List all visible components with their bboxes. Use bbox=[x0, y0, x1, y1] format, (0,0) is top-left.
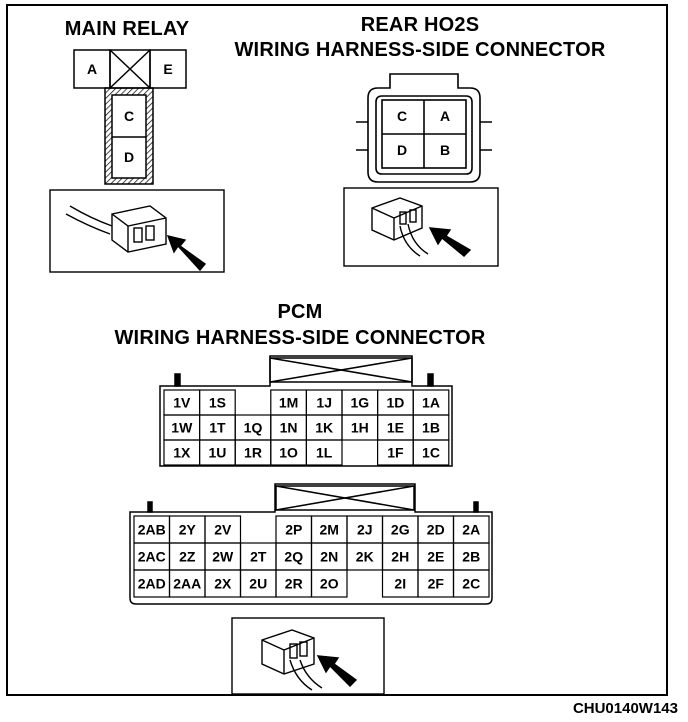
pin-label-1j: 1J bbox=[316, 395, 332, 411]
pin-label-1t: 1T bbox=[209, 420, 226, 436]
main-relay-title: MAIN RELAY bbox=[64, 18, 190, 40]
pin-label-2d: 2D bbox=[427, 522, 445, 538]
pin-label-2p: 2P bbox=[285, 522, 302, 538]
pin-label-1d: 1D bbox=[386, 395, 404, 411]
pin-cell bbox=[452, 569, 490, 598]
pin-cell bbox=[305, 439, 343, 466]
pin-label-2e: 2E bbox=[427, 549, 444, 565]
pcm-subtitle: WIRING HARNESS-SIDE CONNECTOR bbox=[114, 327, 486, 349]
rear-ho2s-connector bbox=[356, 73, 492, 183]
main-relay-pin-a: A bbox=[87, 61, 97, 77]
pin-label-1q: 1Q bbox=[244, 420, 263, 436]
pin-label-2u: 2U bbox=[249, 576, 267, 592]
pin-label-2a: 2A bbox=[462, 522, 480, 538]
pin-label-1h: 1H bbox=[351, 420, 369, 436]
pin-label-2t: 2T bbox=[250, 549, 267, 565]
pin-label-1m: 1M bbox=[279, 395, 298, 411]
pin-label-1n: 1N bbox=[280, 420, 298, 436]
pin-label-2ad: 2AD bbox=[138, 576, 166, 592]
pin-label-1e: 1E bbox=[387, 420, 404, 436]
pin-label-1c: 1C bbox=[422, 445, 440, 461]
pin-label-2h: 2H bbox=[391, 549, 409, 565]
pin-label-2ab: 2AB bbox=[138, 522, 166, 538]
pin-label-1k: 1K bbox=[315, 420, 333, 436]
rear-ho2s-pin-a: A bbox=[440, 108, 450, 124]
pin-label-1l: 1L bbox=[316, 445, 333, 461]
pin-label-2r: 2R bbox=[285, 576, 303, 592]
pin-label-1s: 1S bbox=[209, 395, 226, 411]
pin-label-1a: 1A bbox=[422, 395, 440, 411]
pin-label-2z: 2Z bbox=[179, 549, 196, 565]
pin-label-1g: 1G bbox=[350, 395, 369, 411]
pin-label-2w: 2W bbox=[212, 549, 234, 565]
pin-label-1v: 1V bbox=[173, 395, 191, 411]
main-relay-pin-c: C bbox=[124, 108, 134, 124]
rear-ho2s-title: REAR HO2S bbox=[360, 14, 480, 36]
pin-label-1x: 1X bbox=[173, 445, 191, 461]
pin-label-1f: 1F bbox=[387, 445, 404, 461]
pcm-plug-illustration bbox=[231, 617, 385, 695]
pcm-connector-2-pins: 2AB 2Y 2V 2P 2M 2J 2G 2D 2A 2AC 2Z 2W 2T 2Q 2N 2K 2H 2E 2B… bbox=[133, 515, 490, 598]
pin-label-2ac: 2AC bbox=[138, 549, 166, 565]
diagram-frame bbox=[6, 4, 668, 696]
figure-code: CHU0140W143 bbox=[572, 700, 678, 717]
main-relay-plug-illustration bbox=[49, 189, 225, 273]
rear-ho2s-pin-d: D bbox=[397, 142, 407, 158]
pin-label-2f: 2F bbox=[428, 576, 445, 592]
rear-ho2s-plug-illustration bbox=[343, 187, 499, 267]
pin-label-2y: 2Y bbox=[179, 522, 197, 538]
pin-label-2i: 2I bbox=[394, 576, 406, 592]
pin-label-2aa: 2AA bbox=[173, 576, 201, 592]
main-relay-pin-d: D bbox=[124, 149, 134, 165]
rear-ho2s-subtitle: WIRING HARNESS-SIDE CONNECTOR bbox=[234, 39, 606, 61]
pin-label-2m: 2M bbox=[320, 522, 339, 538]
pin-label-2x: 2X bbox=[214, 576, 232, 592]
pin-label-1b: 1B bbox=[422, 420, 440, 436]
pin-label-2q: 2Q bbox=[284, 549, 303, 565]
pin-label-2c: 2C bbox=[462, 576, 480, 592]
pin-label-1r: 1R bbox=[244, 445, 262, 461]
pin-label-2o: 2O bbox=[320, 576, 339, 592]
rear-ho2s-pin-b: B bbox=[440, 142, 450, 158]
main-relay-connector bbox=[73, 49, 187, 185]
pin-label-1o: 1O bbox=[279, 445, 298, 461]
pin-label-2v: 2V bbox=[214, 522, 232, 538]
pin-label-2n: 2N bbox=[320, 549, 338, 565]
pin-label-2g: 2G bbox=[391, 522, 410, 538]
pin-label-2j: 2J bbox=[357, 522, 373, 538]
pin-label-2k: 2K bbox=[356, 549, 374, 565]
pin-label-1w: 1W bbox=[171, 420, 193, 436]
pin-label-1u: 1U bbox=[208, 445, 226, 461]
pcm-title: PCM bbox=[277, 301, 323, 323]
rear-ho2s-pin-c: C bbox=[397, 108, 407, 124]
pin-cell bbox=[310, 569, 348, 598]
pin-cell bbox=[412, 439, 450, 466]
main-relay-pin-e: E bbox=[163, 61, 172, 77]
pcm-connector-1-pins: 1V 1S 1M 1J 1G 1D 1A 1W 1T 1Q 1N 1K 1H 1E 1B 1X 1U 1R 1O 1L… bbox=[163, 389, 450, 466]
pin-label-2b: 2B bbox=[462, 549, 480, 565]
